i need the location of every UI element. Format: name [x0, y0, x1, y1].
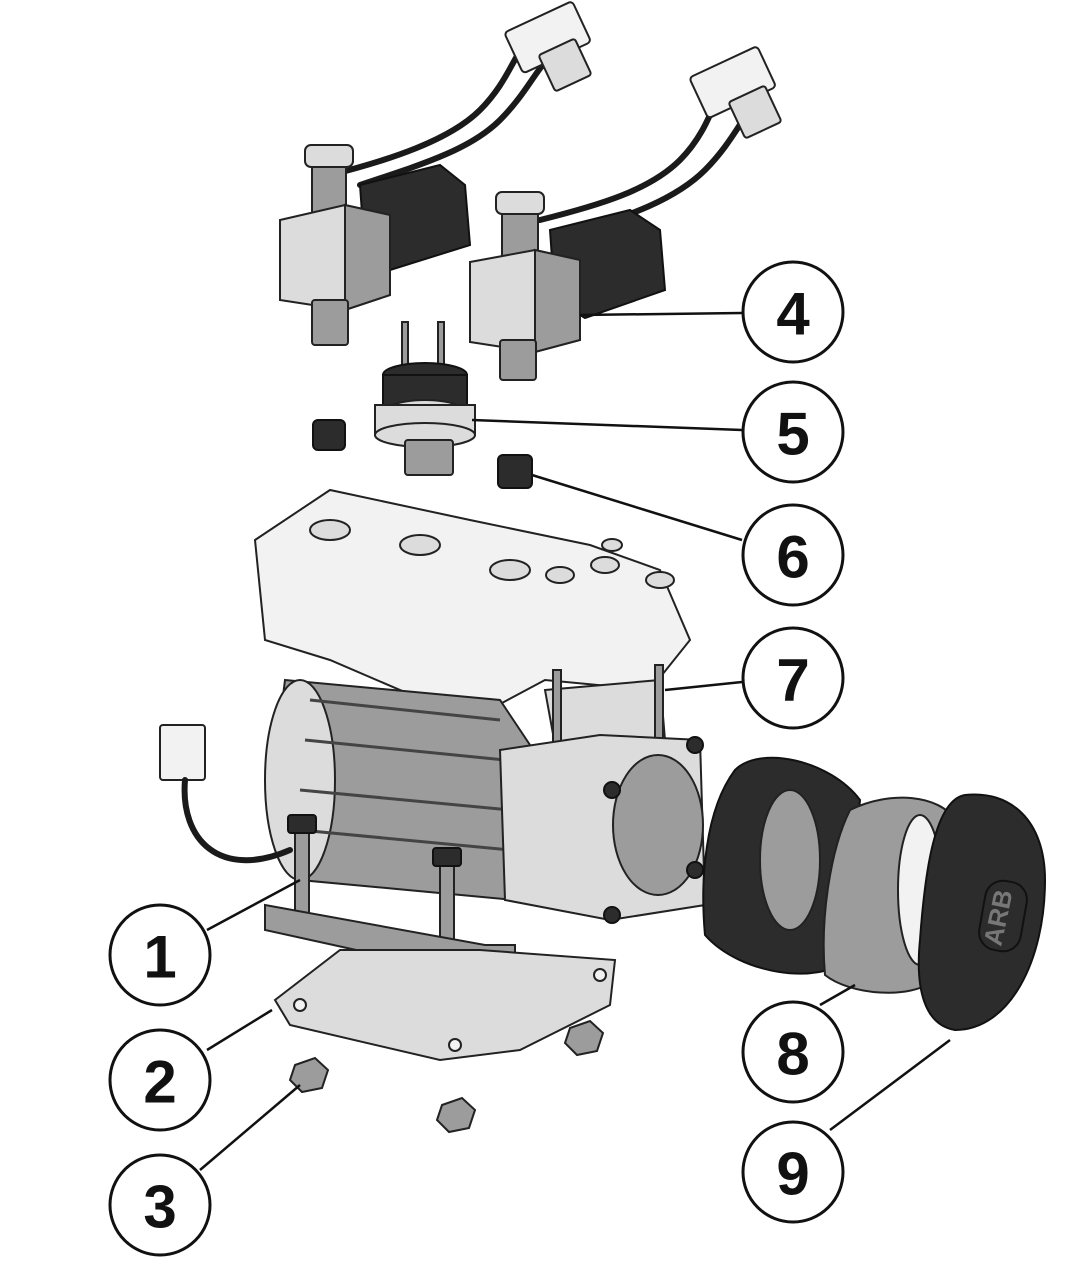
callout-number: 6 — [776, 524, 809, 591]
callout-9: 9 — [741, 1120, 845, 1224]
callout-number: 3 — [143, 1174, 176, 1241]
callout-number: 9 — [776, 1141, 809, 1208]
callout-number: 2 — [143, 1049, 176, 1116]
callout-8: 8 — [741, 1000, 845, 1104]
filter-housing — [702, 756, 862, 975]
callout-number: 8 — [776, 1021, 809, 1088]
callout-number: 7 — [776, 647, 809, 714]
compressor-head — [253, 488, 692, 722]
callout-2: 2 — [108, 1028, 212, 1132]
mounting-bracket — [264, 903, 617, 1062]
solenoid-valve-right — [469, 46, 782, 381]
pressure-switch — [374, 321, 476, 476]
callout-7: 7 — [741, 626, 845, 730]
callout-3: 3 — [108, 1153, 212, 1257]
callout-5: 5 — [741, 380, 845, 484]
callout-number: 1 — [143, 924, 176, 991]
callout-1: 1 — [108, 903, 212, 1007]
callout-number: 4 — [776, 281, 810, 348]
cylinder — [498, 664, 707, 924]
hex-nuts — [288, 1019, 605, 1134]
callout-4: 4 — [741, 260, 845, 364]
callout-number: 5 — [776, 401, 809, 468]
leader-lines — [199, 311, 951, 1171]
port-plugs — [312, 419, 533, 489]
compressor-motor — [159, 678, 542, 902]
solenoid-valve-left — [279, 1, 592, 346]
callout-6: 6 — [741, 503, 845, 607]
filter-cap: ARB — [917, 793, 1047, 1032]
